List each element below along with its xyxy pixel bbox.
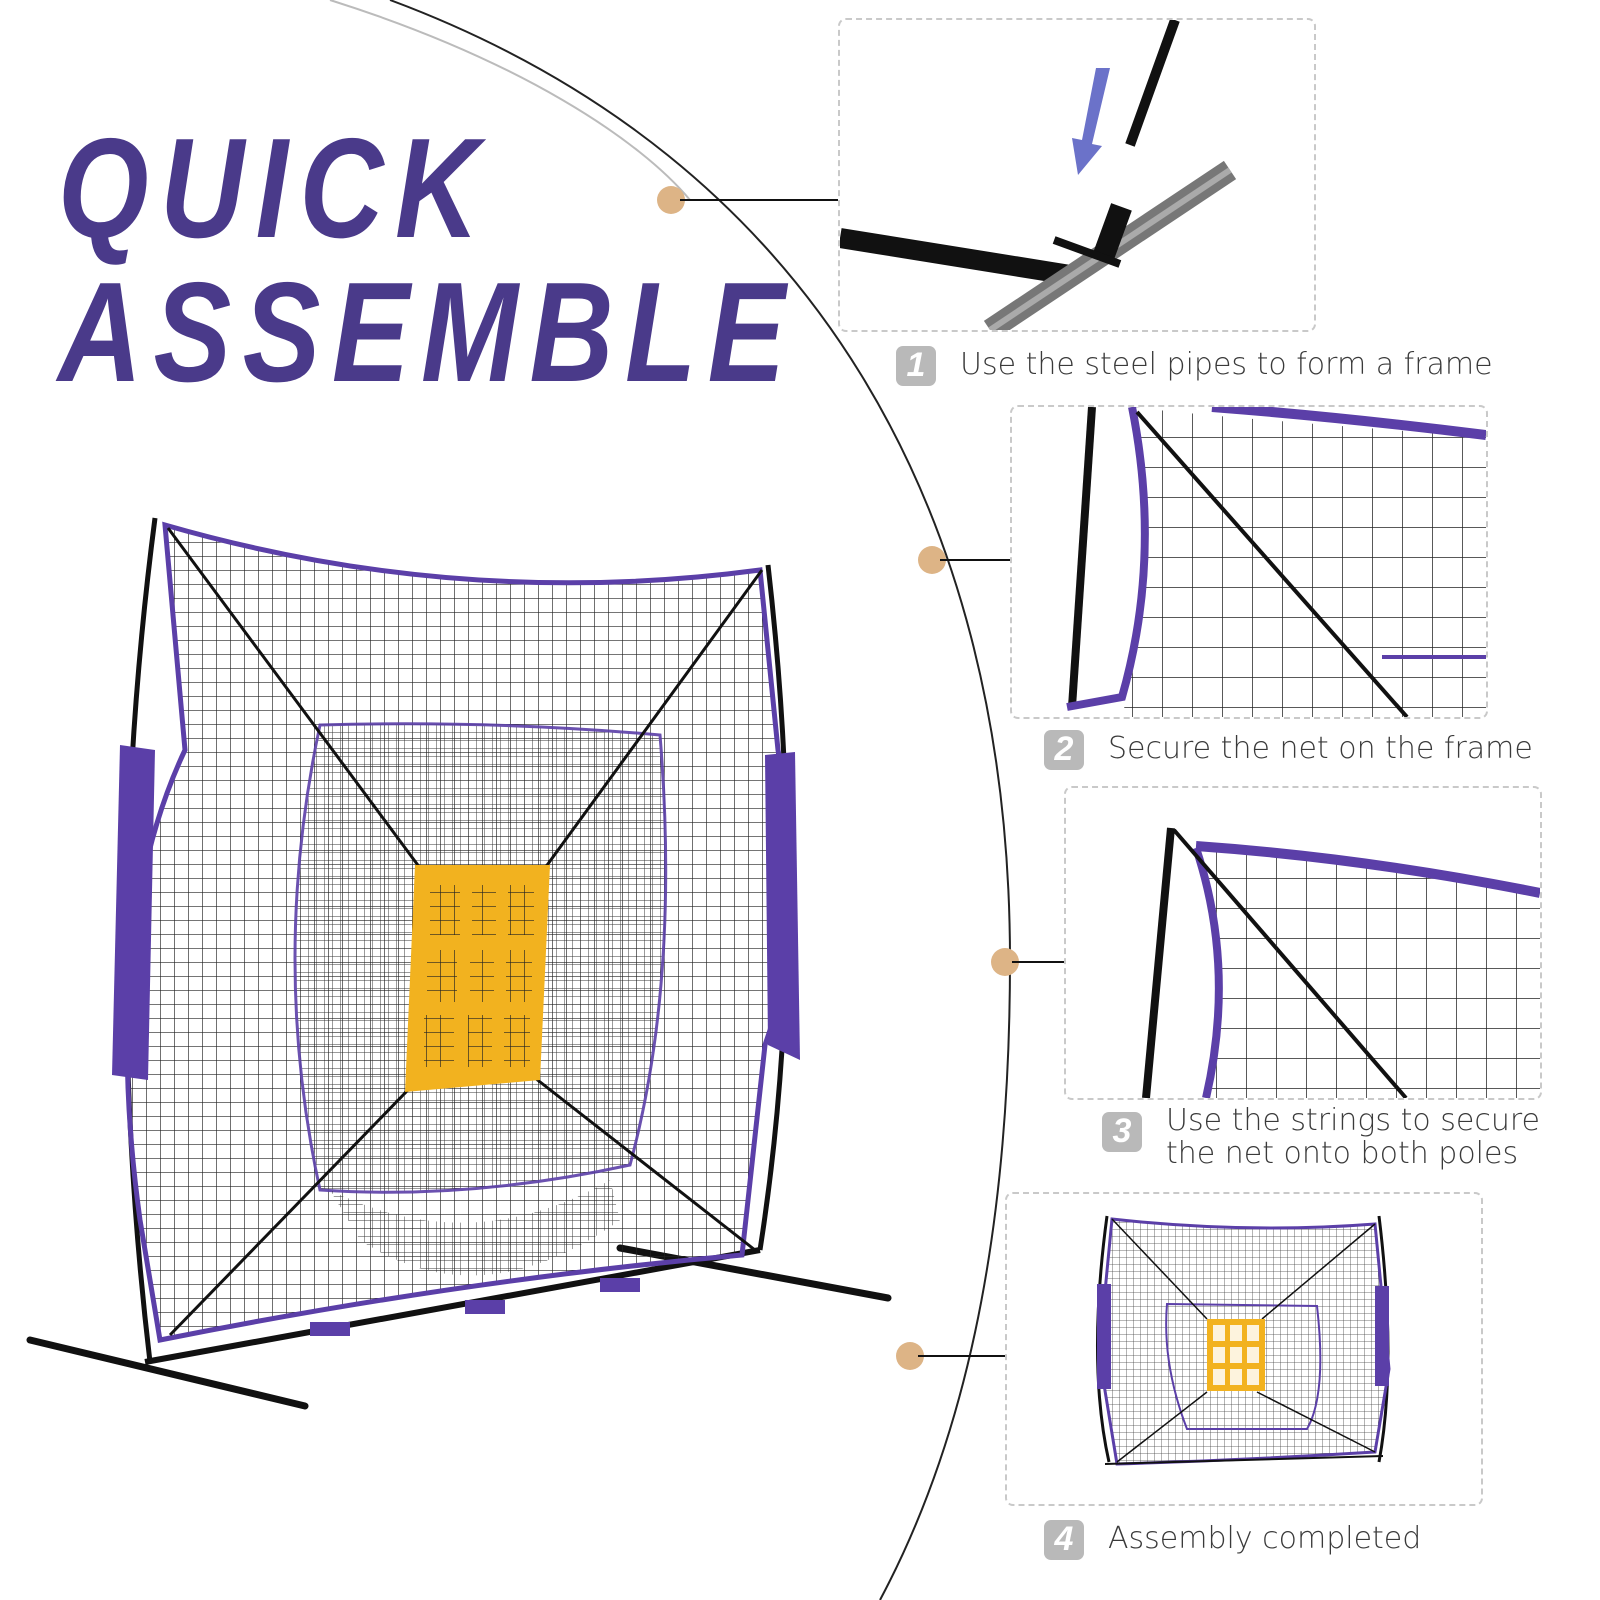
step-1-text: Use the steel pipes to form a frame [960, 347, 1493, 382]
step-2-text: Secure the net on the frame [1108, 731, 1533, 766]
step-3-caption: 3 Use the strings to secure the net onto… [1102, 1104, 1542, 1170]
title-line-1: QUICK [58, 109, 491, 268]
step-4-text: Assembly completed [1108, 1521, 1422, 1556]
step-4-image-panel [1005, 1192, 1483, 1506]
connector-line-1 [680, 199, 840, 201]
step-2-caption: 2 Secure the net on the frame [1044, 730, 1533, 770]
step-3-text: Use the strings to secure the net onto b… [1166, 1103, 1540, 1171]
down-left-arrow-icon [1072, 68, 1110, 175]
step-4-badge: 4 [1044, 1520, 1084, 1560]
connector-line-4 [918, 1355, 1006, 1357]
connector-line-3 [1012, 961, 1066, 963]
title-line-2: ASSEMBLE [58, 253, 797, 412]
strike-zone-target [405, 865, 550, 1092]
step-3-badge: 3 [1102, 1112, 1142, 1152]
step-1-badge: 1 [896, 346, 936, 386]
step-4-caption: 4 Assembly completed [1044, 1520, 1422, 1560]
step-1-caption: 1 Use the steel pipes to form a frame [896, 346, 1493, 386]
product-net-illustration [26, 517, 892, 1410]
step-3-image-panel [1064, 786, 1542, 1100]
step-2-badge: 2 [1044, 730, 1084, 770]
step-2-image-panel [1010, 405, 1488, 719]
step-1-image-panel [838, 18, 1316, 332]
connector-line-2 [940, 559, 1012, 561]
